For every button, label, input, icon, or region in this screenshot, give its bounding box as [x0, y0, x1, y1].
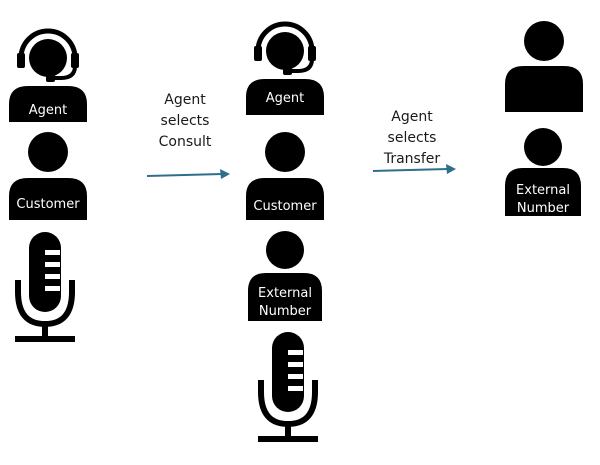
- microphone-icon: [258, 332, 318, 442]
- transfer-step-caption: Agent selects Transfer: [383, 109, 441, 167]
- external-number-label-line2: Number: [258, 304, 312, 319]
- person-icon: [246, 132, 324, 220]
- microphone-icon: [15, 232, 75, 342]
- stage2-external-number: External Number: [246, 229, 324, 321]
- person-icon: [505, 128, 581, 216]
- consult-step-caption: Agent selects Consult: [158, 92, 212, 150]
- agent-label: Agent: [28, 103, 68, 118]
- customer-label: Customer: [16, 197, 80, 212]
- stage1-agent: Agent: [6, 24, 90, 122]
- headset-icon: [9, 28, 87, 122]
- headset-icon: [246, 21, 324, 115]
- arrow-right-icon: [372, 164, 456, 174]
- stage1-customer: Customer: [6, 130, 90, 220]
- stage3-person: [502, 20, 586, 112]
- arrow-right-icon: [146, 169, 230, 179]
- stage1-microphone: [12, 230, 78, 344]
- stage2-microphone: [255, 330, 321, 444]
- agent-label: Agent: [265, 91, 305, 106]
- person-icon: [248, 231, 322, 321]
- stage2-customer: Customer: [243, 130, 327, 220]
- person-icon: [505, 21, 583, 112]
- stage2-agent: Agent: [243, 17, 327, 115]
- external-number-label-line2: Number: [516, 201, 570, 216]
- customer-label: Customer: [253, 199, 317, 214]
- person-icon: [9, 132, 87, 220]
- stage3-external-number: External Number: [503, 126, 583, 216]
- external-number-label-line1: External: [516, 183, 570, 198]
- external-number-label-line1: External: [258, 286, 312, 301]
